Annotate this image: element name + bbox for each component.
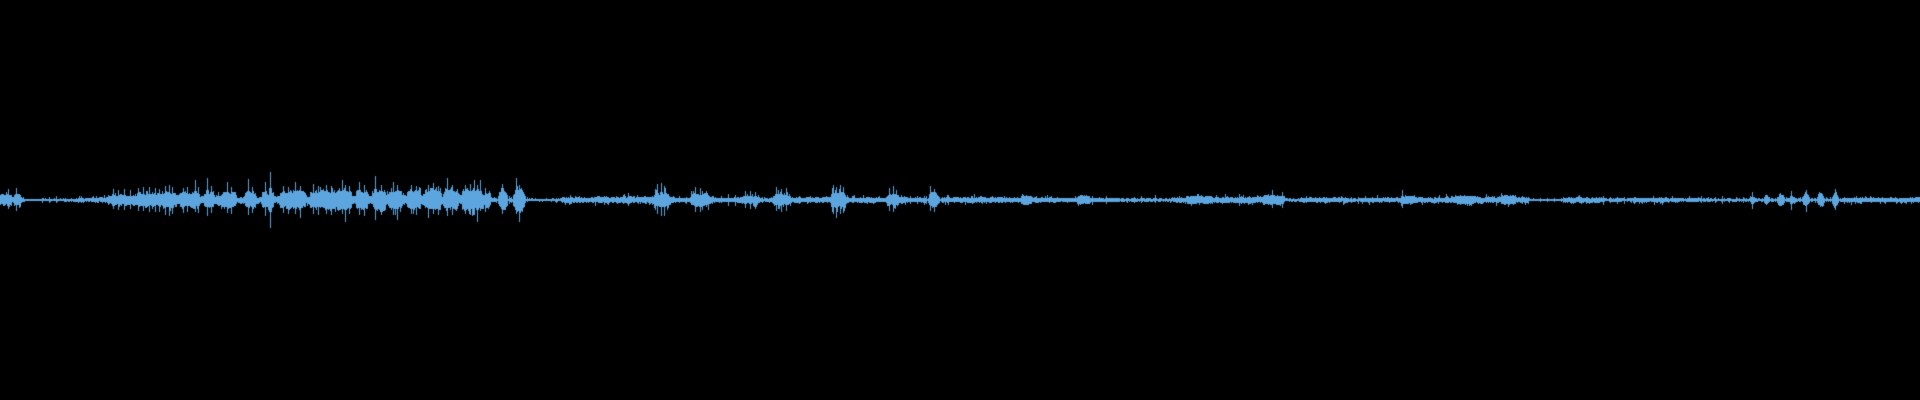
audio-waveform[interactable]	[0, 0, 1920, 400]
audio-waveform-panel	[0, 0, 1920, 400]
